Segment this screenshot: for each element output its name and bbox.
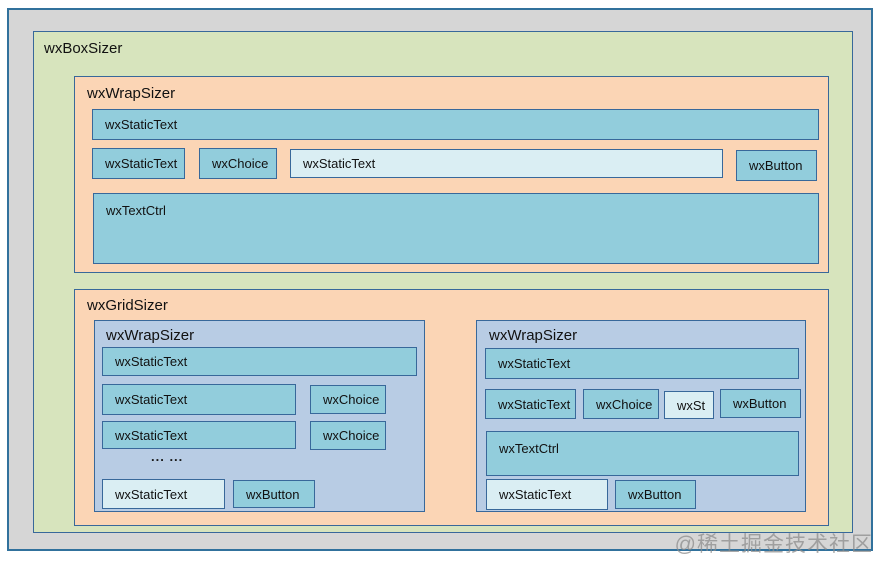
choice-box: wxChoice	[310, 385, 386, 414]
wxgridsizer-label: wxGridSizer	[87, 297, 168, 314]
static-text-box: wxStaticText	[92, 148, 185, 179]
static-text-label: wxStaticText	[115, 392, 188, 407]
static-text-label: wxStaticText	[498, 396, 571, 412]
wxboxsizer-container: wxBoxSizer wxWrapSizer wxStaticText wxSt…	[33, 31, 853, 533]
wxboxsizer-label: wxBoxSizer	[44, 40, 123, 57]
button-box: wxButton	[233, 480, 315, 508]
text-ctrl-label: wxTextCtrl	[499, 441, 559, 456]
text-ctrl-box: wxTextCtrl	[486, 431, 799, 476]
button-box: wxButton	[720, 389, 801, 418]
choice-box: wxChoice	[583, 389, 659, 419]
wxwrapsizer-top-label: wxWrapSizer	[87, 85, 176, 102]
static-text-label: wxStaticText	[115, 427, 188, 443]
static-text-box: wxStaticText	[102, 479, 225, 509]
static-text-label: wxStaticText	[105, 156, 178, 171]
choice-label: wxChoice	[212, 156, 269, 171]
choice-box: wxChoice	[310, 421, 386, 450]
choice-box: wxChoice	[199, 148, 277, 179]
text-ctrl-box: wxTextCtrl	[93, 193, 819, 264]
choice-label: wxChoice	[323, 428, 380, 443]
static-text-label: wxStaticText	[105, 117, 178, 132]
ellipsis-text: ... ...	[151, 449, 184, 464]
static-text-box: wxStaticText	[485, 389, 576, 419]
button-label: wxButton	[246, 486, 300, 502]
static-text-box: wxStaticText	[102, 384, 296, 415]
static-text-box: wxStaticText	[486, 479, 608, 510]
button-label: wxButton	[733, 396, 787, 411]
button-label: wxButton	[749, 158, 803, 173]
button-box: wxButton	[736, 150, 817, 181]
choice-label: wxChoice	[596, 396, 653, 412]
static-text-box: wxStaticText	[102, 421, 296, 449]
watermark-text: @稀土掘金技术社区	[674, 533, 873, 556]
static-text-box: wxStaticText	[92, 109, 819, 140]
static-text-box: wxSt	[664, 391, 714, 419]
button-label: wxButton	[628, 487, 682, 502]
static-text-box: wxStaticText	[102, 347, 417, 376]
button-box: wxButton	[615, 480, 696, 509]
text-ctrl-label: wxTextCtrl	[106, 203, 166, 218]
wxwrapsizer-right-container: wxWrapSizer wxStaticText wxStaticText wx…	[476, 320, 806, 512]
wxgridsizer-container: wxGridSizer wxWrapSizer wxStaticText wxS…	[74, 289, 829, 526]
choice-label: wxChoice	[323, 392, 380, 407]
wxwrapsizer-left-container: wxWrapSizer wxStaticText wxStaticText wx…	[94, 320, 425, 512]
diagram-canvas: wxBoxSizer wxWrapSizer wxStaticText wxSt…	[7, 8, 873, 551]
static-text-label: wxStaticText	[115, 354, 188, 369]
wxwrapsizer-top-container: wxWrapSizer wxStaticText wxStaticText wx…	[74, 76, 829, 273]
wxwrapsizer-right-label: wxWrapSizer	[489, 327, 578, 344]
static-text-box: wxStaticText	[290, 149, 723, 178]
static-text-label: wxStaticText	[499, 487, 572, 502]
static-text-label: wxStaticText	[498, 356, 571, 371]
static-text-label: wxStaticText	[303, 156, 376, 171]
static-text-box: wxStaticText	[485, 348, 799, 379]
wxwrapsizer-left-label: wxWrapSizer	[106, 327, 195, 344]
static-text-label: wxSt	[677, 397, 706, 413]
static-text-label: wxStaticText	[115, 486, 188, 502]
